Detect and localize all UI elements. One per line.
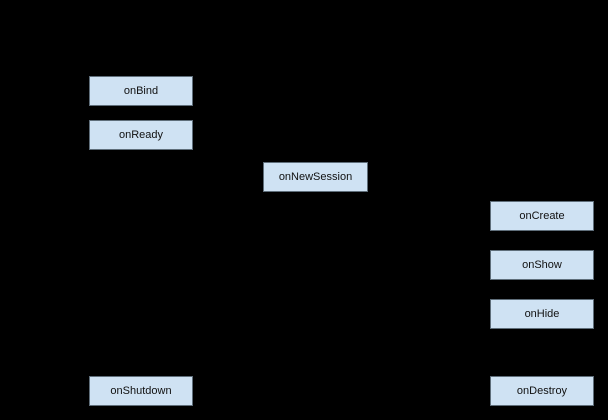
node-onready: onReady [89, 120, 193, 150]
node-onshow: onShow [490, 250, 594, 280]
node-onbind: onBind [89, 76, 193, 106]
node-onready-label: onReady [118, 128, 164, 141]
node-onbind-label: onBind [123, 84, 159, 97]
node-onshow-label: onShow [522, 258, 562, 271]
node-oncreate-label: onCreate [519, 209, 565, 222]
node-onshutdown-label: onShutdown [110, 384, 172, 397]
node-onnewsession-label: onNewSession [278, 170, 353, 183]
node-oncreate: onCreate [490, 201, 594, 231]
node-ondestroy-label: onDestroy [516, 384, 568, 397]
node-ondestroy: onDestroy [490, 376, 594, 406]
node-onhide-label: onHide [524, 307, 560, 320]
node-onhide: onHide [490, 299, 594, 329]
node-onshutdown: onShutdown [89, 376, 193, 406]
node-onnewsession: onNewSession [263, 162, 368, 192]
